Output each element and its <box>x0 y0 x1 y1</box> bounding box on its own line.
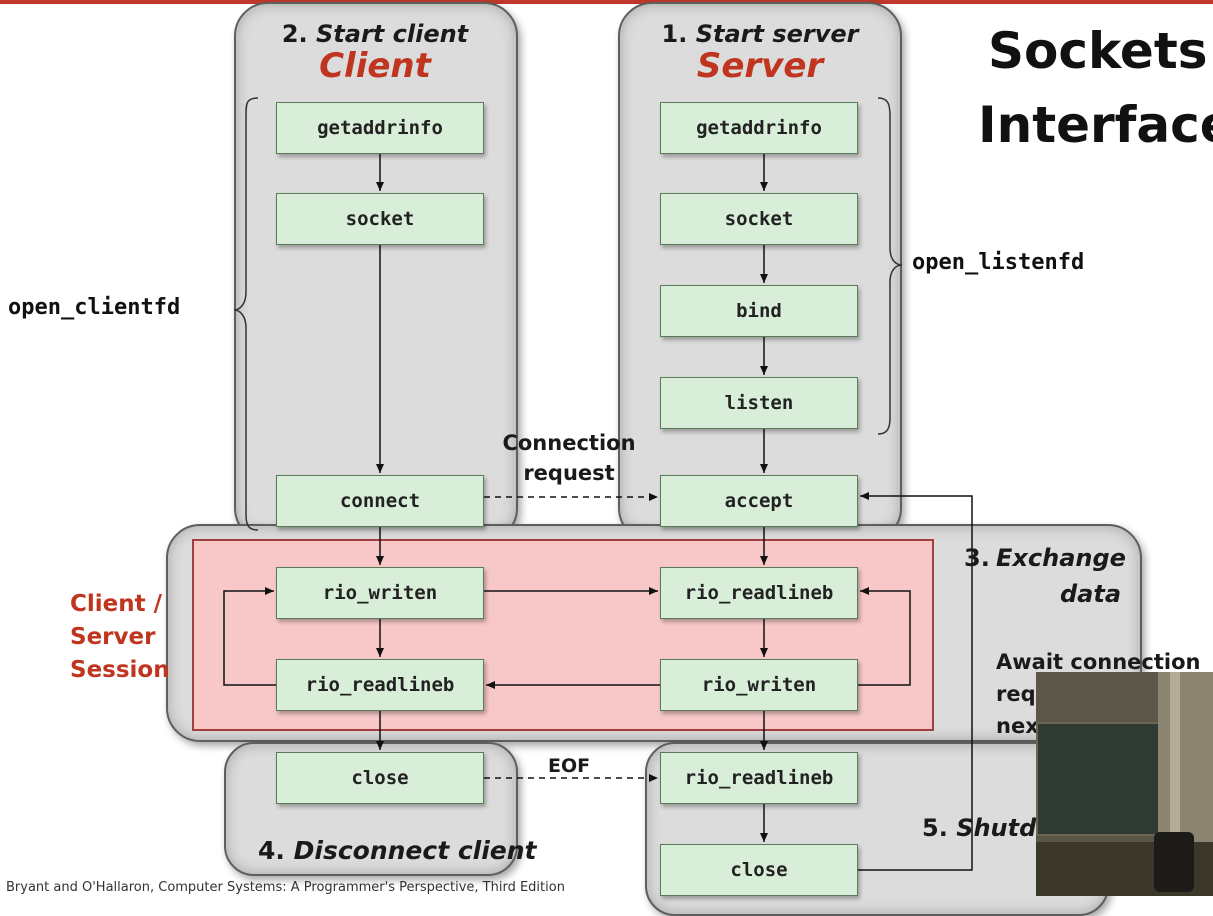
server-step-header: 1. Start server <box>661 20 859 48</box>
bind-box: bind <box>660 285 858 337</box>
video-chair <box>1154 832 1194 892</box>
await-connection-label: Await connection requ nex <box>996 650 1201 738</box>
shutdown-label: 5. Shutd <box>922 814 1037 842</box>
open-clientfd-bracket <box>233 97 259 531</box>
exchange-step-number: 3. <box>964 544 990 572</box>
exchange-label-line1: Exchange <box>996 544 1126 572</box>
open-clientfd-label: open_clientfd <box>8 295 181 320</box>
server-role-label: Server <box>696 46 824 86</box>
exchange-label-line2: data <box>1060 580 1122 608</box>
video-chalkboard <box>1036 722 1160 836</box>
connect-box: connect <box>276 475 484 527</box>
shutdown-rio-readlineb-box: rio_readlineb <box>660 752 858 804</box>
flow-arrows <box>223 97 973 871</box>
accept-box: accept <box>660 475 858 527</box>
server-rio-writen-box: rio_writen <box>660 659 858 711</box>
video-doorframe <box>1170 672 1180 896</box>
open-listenfd-bracket <box>877 97 903 435</box>
await-next-connection-arrow <box>858 492 973 871</box>
client-server-session-label: Client / Server Session <box>70 591 170 683</box>
client-getaddrinfo-box: getaddrinfo <box>276 102 484 154</box>
server-getaddrinfo-box: getaddrinfo <box>660 102 858 154</box>
speaker-video-thumbnail <box>1036 672 1213 896</box>
client-role-label: Client <box>319 46 431 86</box>
client-rio-writen-box: rio_writen <box>276 567 484 619</box>
listen-box: listen <box>660 377 858 429</box>
client-rio-readlineb-box: rio_readlineb <box>276 659 484 711</box>
server-rio-readlineb-box: rio_readlineb <box>660 567 858 619</box>
open-listenfd-label: open_listenfd <box>912 250 1085 275</box>
server-panel <box>618 2 902 542</box>
eof-label: EOF <box>548 755 591 777</box>
connection-request-label: Connection request <box>502 431 636 485</box>
client-socket-box: socket <box>276 193 484 245</box>
slide-title-line2: Interface <box>978 96 1213 154</box>
footer-citation: Bryant and O'Hallaron, Computer Systems:… <box>6 880 565 895</box>
top-accent-bar <box>0 0 1213 4</box>
server-socket-box: socket <box>660 193 858 245</box>
client-step-header: 2. Start client <box>281 20 469 48</box>
server-loop-arrow <box>858 587 911 686</box>
slide-title-line1: Sockets <box>988 22 1208 80</box>
client-loop-arrow <box>223 587 276 686</box>
client-panel <box>234 2 518 542</box>
server-close-box: close <box>660 844 858 896</box>
disconnect-client-label: 4. Disconnect client <box>258 836 537 865</box>
client-close-box: close <box>276 752 484 804</box>
